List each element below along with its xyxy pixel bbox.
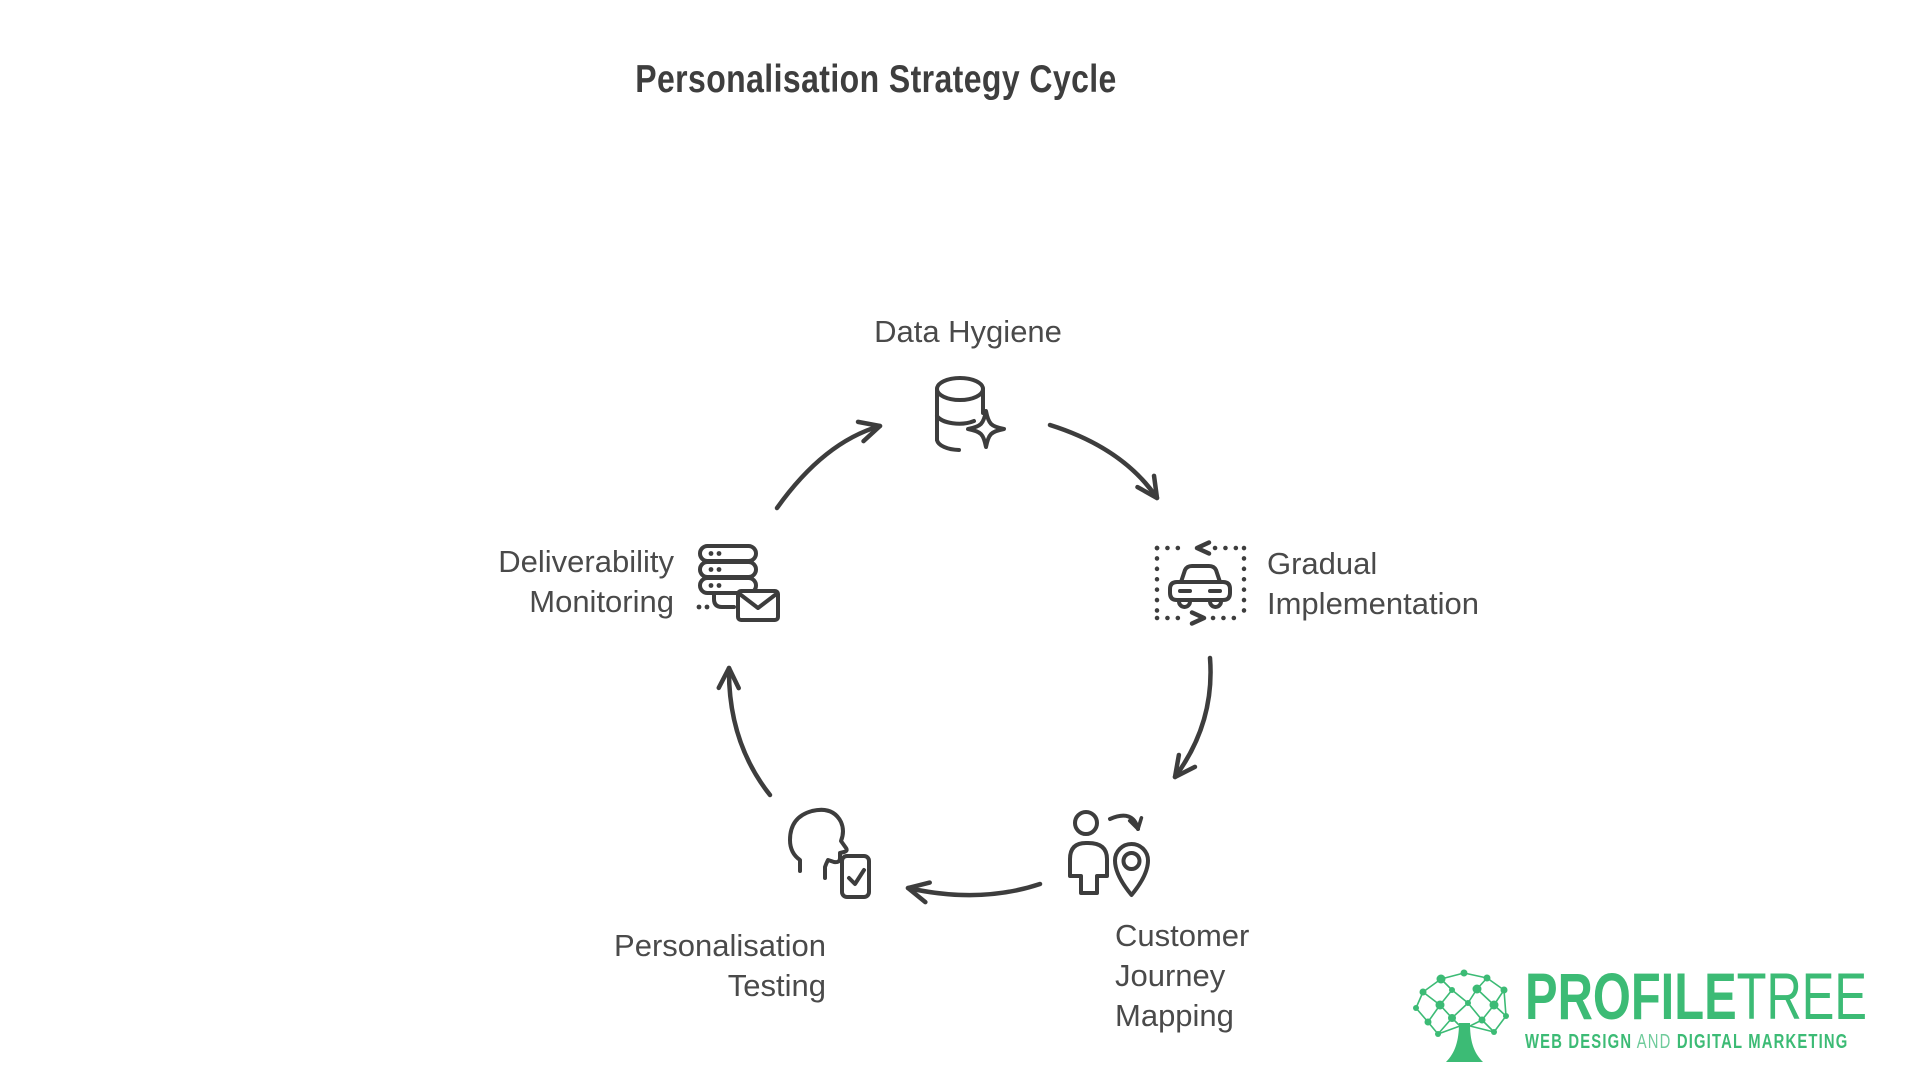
profiletree-tree-icon (1413, 969, 1509, 1062)
label-gradual-implementation: Gradual Implementation (1267, 546, 1479, 621)
car-dotted-frame-icon (1154, 540, 1247, 626)
chevron-left-icon (1194, 540, 1212, 556)
server-mail-icon (696, 544, 780, 622)
profiletree-logo-text: PROFILETREE WEB DESIGN AND DIGITAL MARKE… (1525, 963, 1867, 1054)
profiletree-wordmark: PROFILETREE (1525, 959, 1867, 1033)
database-sparkle-icon (935, 376, 1006, 452)
label-customer-journey-mapping: Customer Journey Mapping (1115, 918, 1250, 1033)
profiletree-logo: PROFILETREE WEB DESIGN AND DIGITAL MARKE… (1413, 963, 1867, 1068)
profiletree-tagline: WEB DESIGN AND DIGITAL MARKETING (1525, 1031, 1849, 1053)
arrow-customer-journey-mapping-to-personalisation-testing (905, 880, 1043, 905)
person-location-pin-icon (1068, 810, 1150, 897)
label-data-hygiene: Data Hygiene (874, 314, 1062, 349)
arrow-gradual-implementation-to-customer-journey-mapping (1172, 655, 1213, 780)
label-personalisation-testing: Personalisation Testing (614, 928, 826, 1003)
arrow-deliverability-monitoring-to-data-hygiene (774, 419, 883, 511)
head-phone-check-icon (788, 807, 871, 899)
arrow-data-hygiene-to-gradual-implementation (1047, 422, 1160, 501)
chevron-right-icon (1189, 610, 1207, 626)
page-title: Personalisation Strategy Cycle (635, 58, 1117, 101)
arrow-personalisation-testing-to-deliverability-monitoring (716, 665, 773, 798)
label-deliverability-monitoring: Deliverability Monitoring (498, 544, 674, 619)
